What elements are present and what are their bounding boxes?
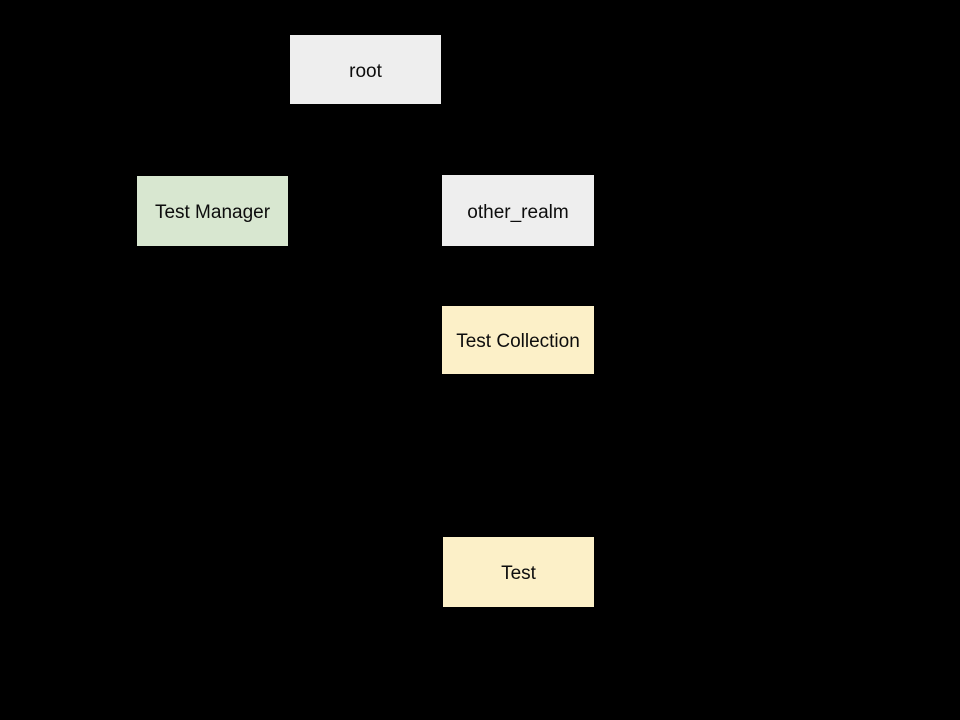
node-label: Test Manager [154,202,271,223]
node-test-manager: Test Manager [137,176,288,246]
node-label: root [349,60,382,82]
node-test-collection: Test Collection [442,306,594,374]
node-other-realm: other_realm [442,175,594,246]
node-label: Test Collection [456,331,580,352]
node-label: Test [501,563,536,584]
node-test: Test [443,537,594,607]
node-label: other_realm [467,201,569,223]
node-root: root [290,35,441,104]
